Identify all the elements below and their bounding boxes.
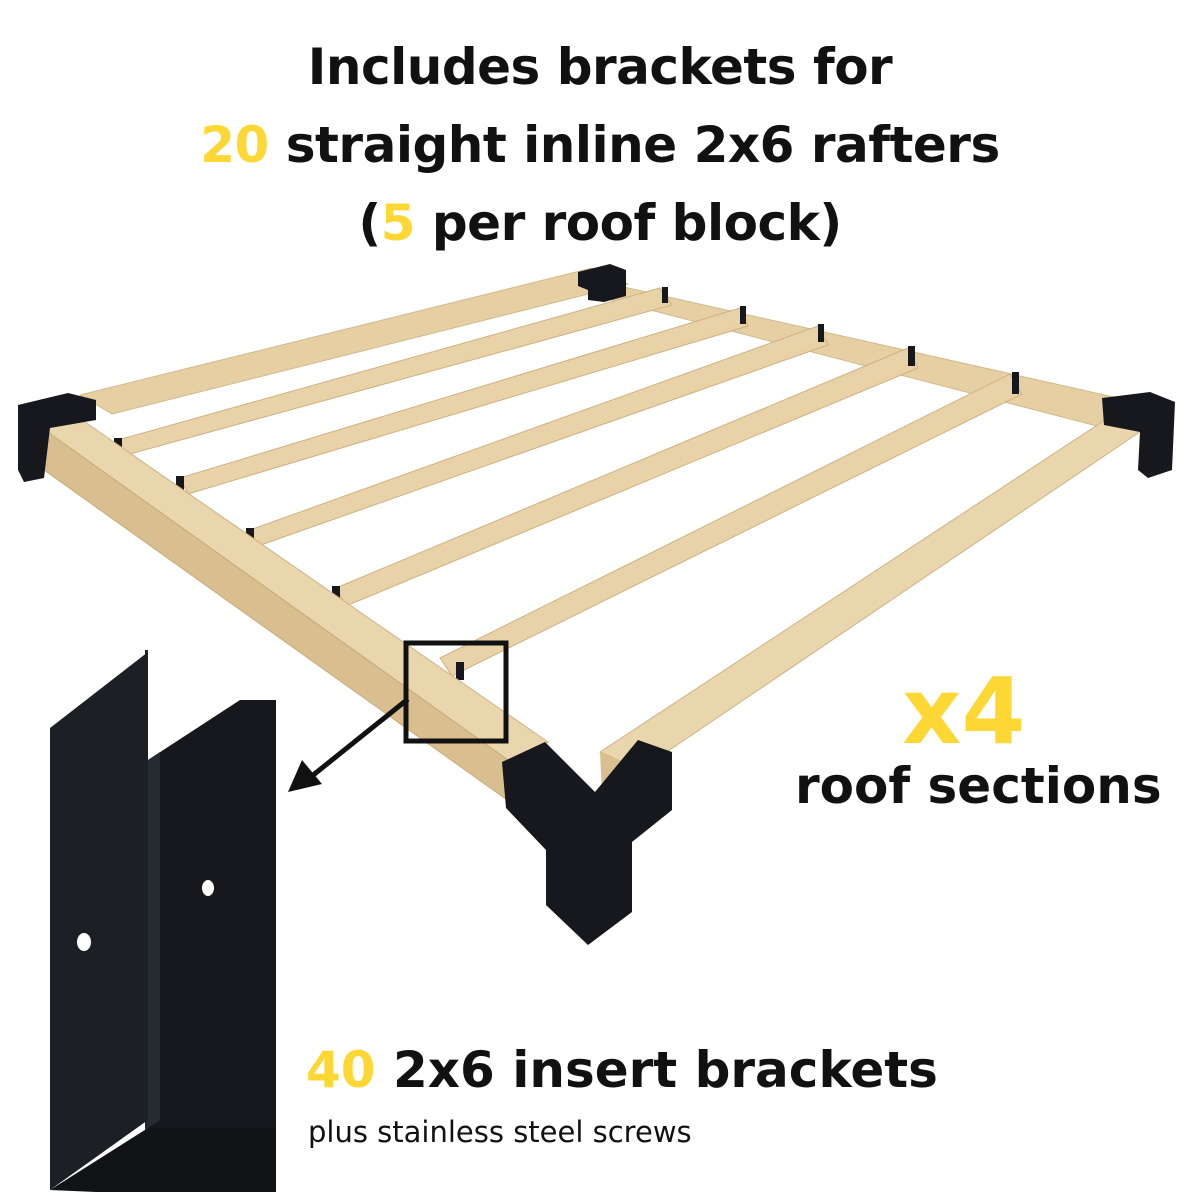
bracket-hole-left: [77, 933, 91, 951]
back-beam: [78, 267, 630, 415]
per-block-text: per roof block): [414, 194, 842, 252]
inline-bracket: [456, 662, 464, 680]
headline-line-1: Includes brackets for: [307, 38, 893, 96]
paren-open: (: [358, 194, 381, 252]
corner-bracket-right: [1102, 392, 1175, 478]
corner-bracket-front: [502, 740, 672, 945]
arrow-icon: [310, 697, 410, 778]
multiplier-label: roof sections: [795, 757, 1162, 815]
bracket-inner-edge: [148, 752, 160, 1128]
inline-bracket: [740, 306, 746, 324]
bracket-illustration: [50, 650, 276, 1192]
front-right-beam: [598, 417, 1152, 771]
rafter: [179, 307, 749, 495]
arrowhead: [288, 760, 322, 792]
inline-bracket: [908, 346, 915, 366]
headline-line-3: (5 per roof block): [0, 184, 1200, 262]
per-block-count: 5: [380, 194, 416, 252]
inline-bracket: [1012, 372, 1019, 394]
headline-line-2: 20 straight inline 2x6 rafters: [0, 106, 1200, 184]
rafter-text: straight inline 2x6 rafters: [268, 116, 1000, 174]
corner-bracket-back: [578, 264, 626, 302]
headline: Includes brackets for 20 straight inline…: [0, 28, 1200, 262]
corner-brackets: [18, 264, 1175, 945]
insert-bracket-count: 40: [306, 1041, 376, 1099]
corner-bracket-left: [18, 393, 96, 482]
right-beam: [611, 284, 1121, 433]
bracket-hole-right: [202, 880, 214, 896]
insert-bracket-label: 2x6 insert brackets: [375, 1041, 938, 1099]
bracket-flange: [50, 652, 148, 1190]
rafter: [439, 373, 1023, 677]
inline-bracket: [176, 476, 184, 492]
inline-bracket: [818, 324, 824, 342]
bracket-front-plate: [148, 700, 276, 1128]
rafter-count: 20: [200, 116, 269, 174]
multiplier-value: x4: [902, 658, 1026, 765]
insert-brackets-heading: 40 2x6 insert brackets: [306, 1038, 938, 1102]
bracket-bottom: [50, 1128, 276, 1192]
zoom-box-icon: [403, 640, 509, 744]
rafters: [117, 287, 1023, 677]
inline-bracket: [662, 287, 668, 303]
screws-note: plus stainless steel screws: [308, 1115, 692, 1149]
